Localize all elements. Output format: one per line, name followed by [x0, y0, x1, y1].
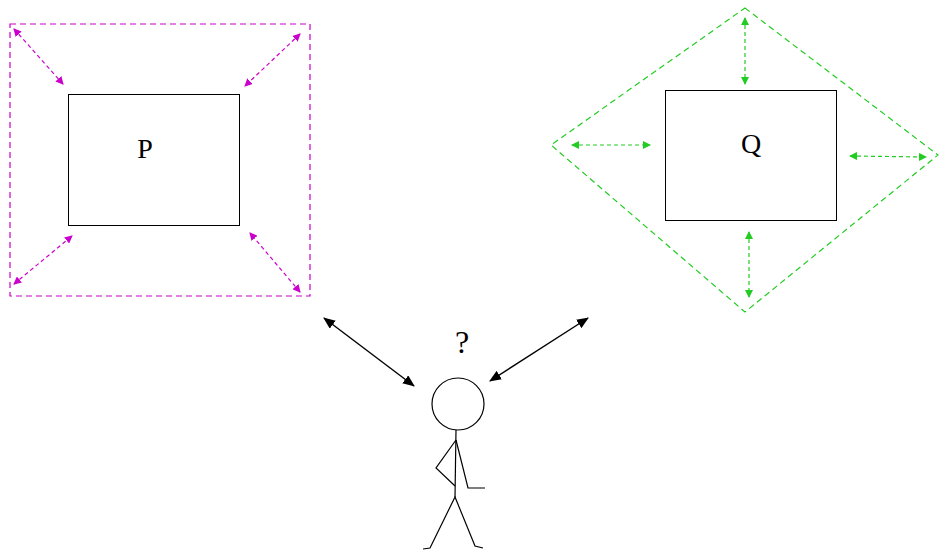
box-label: P	[137, 135, 153, 163]
stick-figure	[423, 378, 485, 549]
question-mark: ?	[455, 326, 469, 358]
choice-arrows	[324, 318, 588, 386]
box-label: Q	[741, 130, 761, 158]
component-box: P	[68, 94, 240, 226]
p-boundary	[10, 24, 310, 296]
component-box: Q	[665, 90, 837, 221]
q-boundary	[551, 8, 938, 312]
